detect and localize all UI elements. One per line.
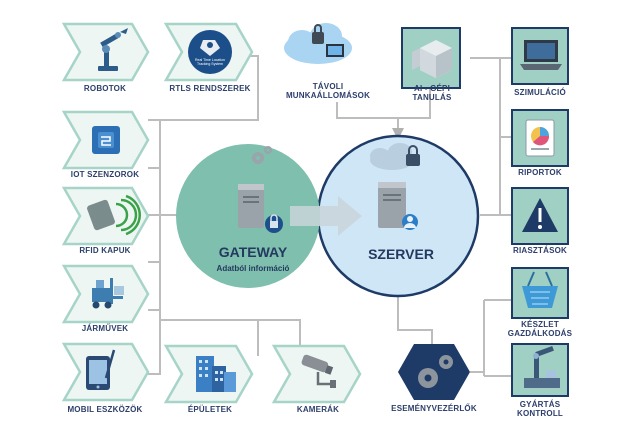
cloud-lock-icon xyxy=(370,143,420,170)
gears-icon xyxy=(418,355,453,388)
label-epuletek: ÉPÜLETEK xyxy=(187,405,233,414)
label-rtls: RTLS RENDSZEREK xyxy=(169,84,251,93)
laptop-icon xyxy=(520,40,562,70)
gateway-title: GATEWAY xyxy=(218,244,288,260)
security-camera-icon xyxy=(301,354,336,388)
gateway-server-icon xyxy=(238,184,283,233)
forklift-icon xyxy=(92,278,124,309)
cloud-computer-icon xyxy=(284,23,352,64)
tablet-icon xyxy=(86,349,116,390)
label-jarmuvek: JÁRMŰVEK xyxy=(81,324,129,333)
connector-lines xyxy=(148,55,512,377)
label-riasztasok: RIASZTÁSOK xyxy=(513,246,567,255)
bottom-chevrons xyxy=(163,344,362,404)
server-tower-icon xyxy=(378,182,418,230)
label-riportok: RIPORTOK xyxy=(518,168,562,177)
gateway-subtitle: Adatból információ xyxy=(216,264,290,273)
location-pin-icon xyxy=(188,30,232,74)
label-tavoli: TÁVOLI MUNKAÁLLOMÁSOK xyxy=(285,82,371,100)
warning-icon xyxy=(522,198,558,232)
label-iot: IOT SZENZOROK xyxy=(70,170,140,179)
label-kamerak: KAMERÁK xyxy=(296,405,340,414)
right-boxes xyxy=(511,27,569,397)
label-mobil: MOBIL ESZKÖZÖK xyxy=(67,405,143,414)
basket-icon xyxy=(522,271,558,308)
chip-icon xyxy=(92,126,120,154)
report-chart-icon xyxy=(525,119,555,157)
factory-robot-icon xyxy=(524,345,560,388)
server-title: SZERVER xyxy=(368,246,434,262)
flow-arrow xyxy=(290,196,362,236)
label-szimulacio: SZIMULÁCIÓ xyxy=(514,88,566,97)
rfid-card-icon xyxy=(87,194,141,236)
label-keszlet: KÉSZLET GAZDÁLKODÁS xyxy=(507,320,573,338)
label-gyartas: GYÁRTÁS KONTROLL xyxy=(516,400,564,418)
label-robotok: ROBOTOK xyxy=(83,84,127,93)
ai-cube-icon xyxy=(412,40,452,78)
buildings-icon xyxy=(196,356,236,392)
gears-small-icon xyxy=(252,146,272,164)
rtls-badge-text: Real Time Location Tracking System xyxy=(195,58,225,66)
label-rfid: RFID KAPUK xyxy=(79,246,131,255)
label-esemenyvezerlok: ESEMÉNYVEZÉRLŐK xyxy=(391,404,477,413)
robot-arm-icon xyxy=(98,28,128,71)
label-ai: AI - GÉPI TANULÁS xyxy=(412,84,452,102)
